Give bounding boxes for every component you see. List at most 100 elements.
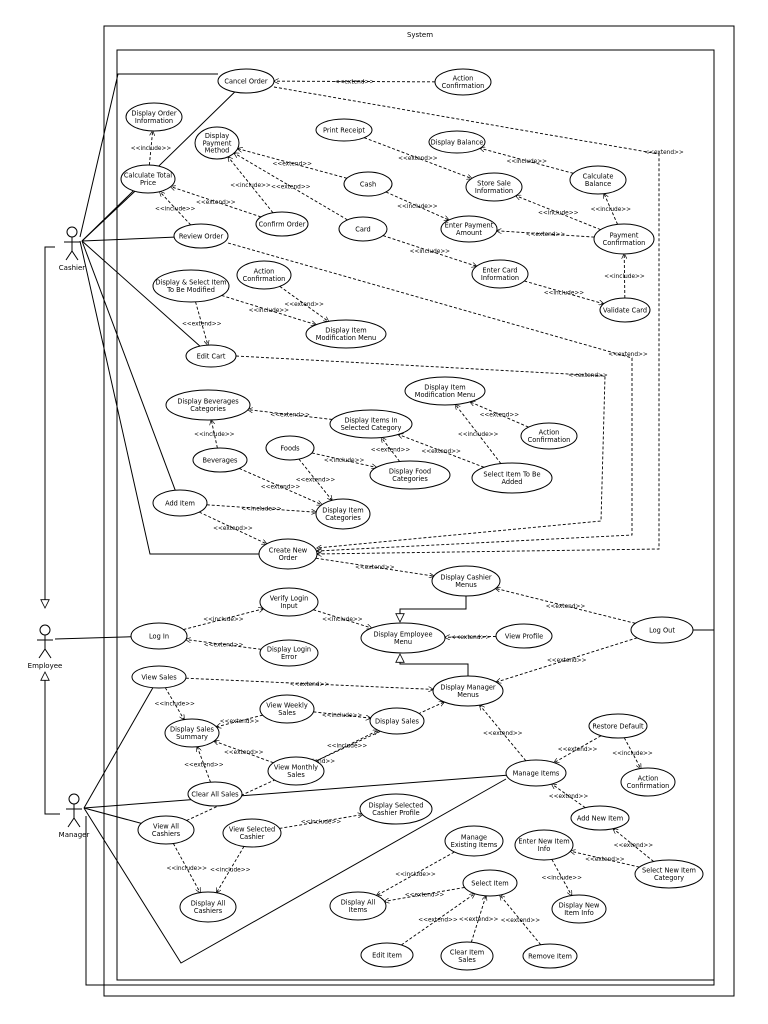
use-case-label: Display Selected — [369, 802, 424, 810]
system-title: System — [407, 31, 433, 39]
use-case-oval — [360, 942, 414, 968]
extend-stereotype: <<extend>> — [480, 413, 520, 419]
extend-relationship — [274, 81, 436, 82]
use-case-label: Enter New Item — [518, 838, 569, 846]
use-case-label: Manage Items — [513, 769, 560, 777]
include-relationship — [524, 280, 603, 304]
use-case-label: Edit Cart — [197, 352, 226, 360]
extend-stereotype: <<extend>> — [284, 302, 324, 308]
use-case-oval — [514, 829, 574, 861]
use-case-label: View Sales — [141, 673, 177, 681]
use-case-oval — [137, 815, 195, 845]
extend-relationship — [171, 187, 262, 218]
use-case-label: Payment — [610, 232, 639, 240]
use-case-label: Menus — [457, 691, 479, 699]
use-case-oval — [120, 164, 176, 194]
include-stereotype: <<include>> — [301, 820, 342, 826]
extend-stereotype: <<extend>> — [398, 156, 438, 162]
include-relationship — [172, 843, 200, 893]
include-relationship — [160, 192, 192, 226]
use-case-confirm-order: Confirm Order — [255, 211, 309, 237]
use-case-label: Order — [279, 554, 298, 562]
use-case-label: Display Employee — [373, 631, 432, 639]
use-case-label: Cashier Profile — [372, 809, 419, 817]
use-case-label: Sales — [287, 771, 305, 779]
use-case-oval — [440, 941, 494, 971]
use-case-oval — [164, 718, 220, 748]
use-case-label: Sales — [458, 956, 476, 964]
extend-relationship — [381, 438, 401, 462]
extend-stereotype: <<extend>> — [501, 918, 541, 924]
extend-stereotype: <<extend>> — [184, 762, 224, 768]
use-case-label: Foods — [280, 444, 300, 452]
extend-relationship — [197, 747, 211, 783]
extend-stereotype: <<extend>> — [549, 794, 589, 800]
use-case-oval — [194, 126, 240, 160]
use-case-oval — [329, 409, 413, 439]
use-case-oval — [125, 102, 183, 132]
use-case-log-out: Log Out — [630, 616, 694, 644]
include-relationship — [385, 191, 449, 220]
include-relationship — [516, 196, 601, 231]
relationships: <<extend>><<include>><<extend>><<extend>… — [131, 80, 684, 946]
include-stereotype: <<include>> — [322, 617, 363, 623]
association-line — [83, 687, 154, 809]
use-case-label: View Profile — [505, 632, 543, 640]
use-case-label: Select New Item — [642, 867, 696, 875]
include-relationship — [480, 148, 574, 174]
use-case-oval — [315, 498, 371, 530]
extend-stereotype: <<extend>> — [451, 635, 491, 641]
include-relationship — [624, 254, 625, 299]
extend-stereotype: <<extend>> — [261, 485, 301, 491]
include-stereotype: <<include>> — [322, 713, 363, 719]
extend-stereotype: <<extend>> — [547, 658, 587, 664]
use-case-manage-items: Manage Items — [505, 759, 567, 787]
extend-stereotype: <<extend>> — [608, 352, 648, 358]
use-case-label: Display Items In — [344, 417, 397, 425]
extend-relationship — [497, 231, 595, 238]
include-relationship — [206, 504, 316, 512]
use-case-label: Restore Default — [592, 722, 644, 730]
use-case-oval — [404, 376, 486, 406]
extend-stereotype: <<extend>> — [213, 526, 253, 532]
extend-relationship — [613, 829, 654, 862]
use-case-label: Error — [281, 653, 297, 661]
use-case-oval — [434, 68, 492, 96]
extend-stereotype: <<extend>> — [644, 150, 684, 156]
use-case-cancel-order: Cancel Order — [217, 68, 275, 94]
extend-stereotype: <<extend>> — [290, 682, 330, 688]
use-case-remove-item: Remove Item — [522, 943, 578, 969]
include-relationship — [228, 157, 274, 214]
use-case-label: Add New Item — [577, 814, 623, 822]
association-line — [79, 240, 259, 555]
use-case-oval — [462, 869, 518, 897]
include-relationship — [551, 859, 572, 895]
extend-stereotype: <<extend>> — [371, 448, 411, 454]
use-case-label: Existing Items — [451, 841, 498, 849]
use-case-add-new-item: Add New Item — [570, 805, 630, 831]
extend-stereotype: <<extend>> — [224, 750, 264, 756]
use-case-label: Input — [280, 602, 297, 610]
use-case-label: Action — [254, 268, 275, 276]
use-case-label: Menus — [455, 581, 477, 589]
extend-stereotype: <<extend>> — [483, 731, 523, 737]
extend-relationship — [500, 895, 542, 946]
extend-stereotype: <<extend>> — [182, 321, 222, 327]
use-case-oval — [152, 269, 230, 303]
use-case-label: Display Sales — [375, 717, 420, 725]
use-case-oval — [495, 623, 553, 649]
associations — [45, 73, 715, 986]
extend-stereotype: <<extend>> — [418, 917, 458, 923]
use-case-display-balance: Display Balance — [428, 130, 486, 154]
